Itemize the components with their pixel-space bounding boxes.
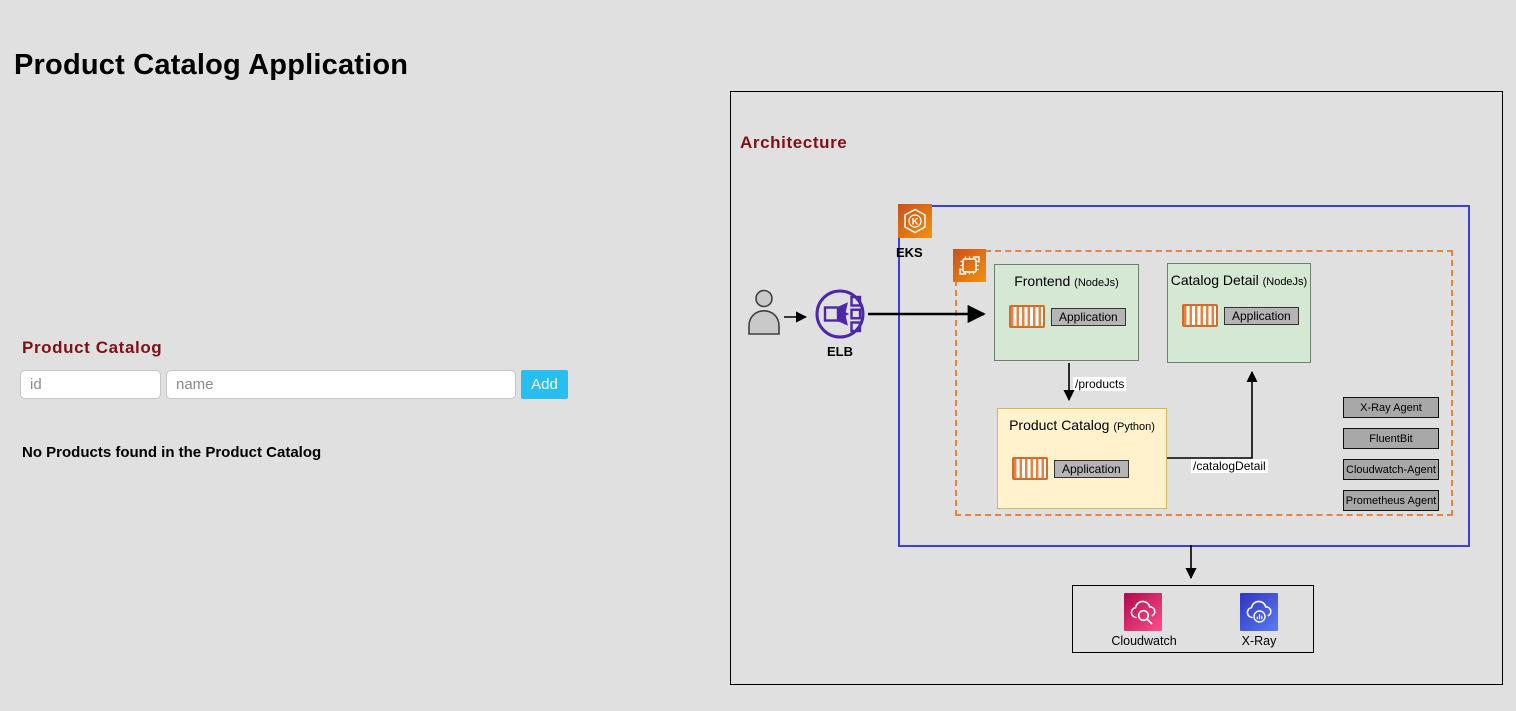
name-input[interactable]: [166, 370, 516, 399]
prometheus-agent-box: Prometheus Agent: [1343, 490, 1439, 511]
x-ray-label: X-Ray: [1241, 634, 1277, 648]
catalog-detail-route-label: /catalogDetail: [1191, 459, 1268, 473]
add-button[interactable]: Add: [521, 370, 568, 399]
application-chip: Application: [1051, 307, 1126, 326]
svg-text:K: K: [912, 216, 919, 226]
cloudwatch-icon: [1124, 593, 1162, 631]
product-catalog-node: Product Catalog (Python) Application: [997, 408, 1167, 509]
frontend-node-title: Frontend (NodeJs): [1014, 273, 1119, 289]
architecture-heading: Architecture: [740, 133, 848, 153]
cloudwatch-label: Cloudwatch: [1111, 634, 1177, 648]
products-route-label: /products: [1073, 377, 1127, 391]
eks-label: EKS: [896, 245, 923, 260]
container-icon: [1182, 304, 1218, 327]
fluentbit-agent-box: FluentBit: [1343, 428, 1439, 449]
compute-chip-icon: [953, 249, 986, 282]
architecture-frame: [730, 91, 1503, 685]
namespace-dashed-box: [955, 250, 1453, 516]
container-icon: [1012, 457, 1048, 480]
user-icon: [748, 289, 780, 335]
elb-label: ELB: [827, 344, 853, 359]
empty-catalog-message: No Products found in the Product Catalog: [22, 444, 322, 461]
application-chip: Application: [1054, 459, 1129, 478]
id-input[interactable]: [20, 370, 161, 399]
catalog-section-heading: Product Catalog: [22, 338, 163, 358]
container-icon: [1009, 305, 1045, 328]
cloudwatch-agent-box: Cloudwatch-Agent: [1343, 459, 1439, 480]
load-balancer-icon: [815, 289, 865, 339]
xray-agent-box: X-Ray Agent: [1343, 397, 1439, 418]
catalog-detail-node-title: Catalog Detail (NodeJs): [1170, 272, 1308, 288]
product-catalog-node-title: Product Catalog (Python): [1009, 417, 1155, 433]
eks-cluster-box: [898, 205, 1470, 547]
application-chip: Application: [1224, 306, 1299, 325]
frontend-node: Frontend (NodeJs) Application: [994, 264, 1139, 361]
monitoring-box: [1072, 585, 1314, 653]
catalog-detail-node: Catalog Detail (NodeJs) Application: [1167, 263, 1311, 363]
eks-kubernetes-icon: K: [898, 204, 932, 238]
page-title: Product Catalog Application: [14, 49, 409, 82]
x-ray-icon: [1240, 593, 1278, 631]
